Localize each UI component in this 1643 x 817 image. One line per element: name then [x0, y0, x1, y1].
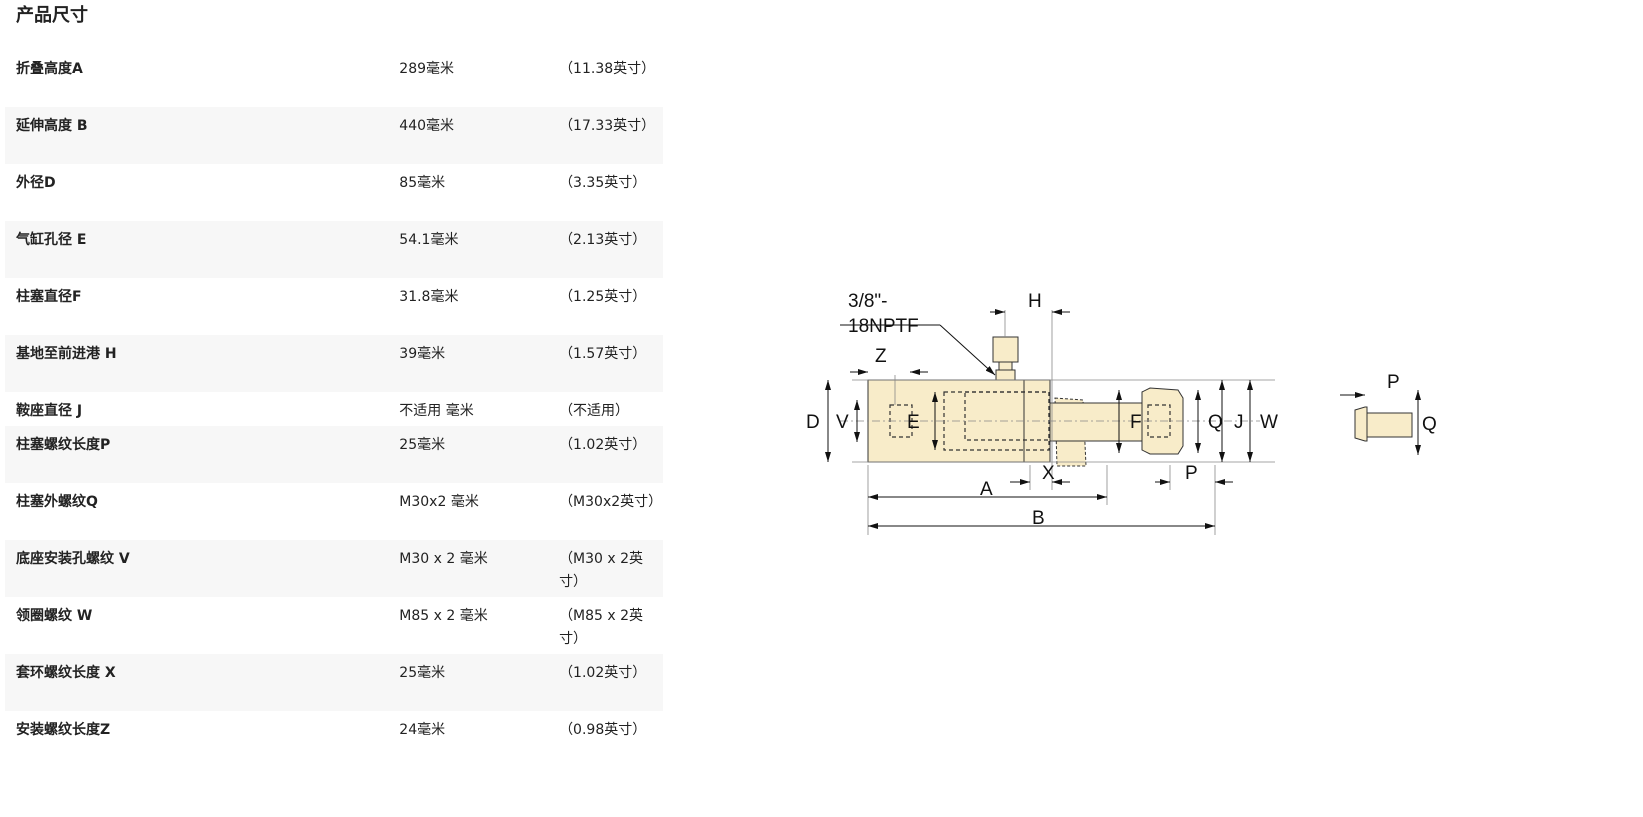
label-f: F — [1130, 412, 1142, 433]
table-row: 柱塞螺纹长度P 25毫米 （1.02英寸） — [5, 426, 663, 483]
row-label: 套环螺纹长度 X — [16, 665, 116, 681]
row-imperial-value: （M30x2英寸） — [559, 494, 663, 510]
row-label: 鞍座直径 J — [16, 403, 83, 419]
row-label: 外径D — [16, 175, 56, 191]
row-label: 柱塞螺纹长度P — [16, 437, 111, 453]
port-label-line2: 18NPTF — [848, 316, 919, 337]
table-row: 领圈螺纹 W M85 x 2 毫米 （M85 x 2英寸） — [5, 597, 663, 654]
row-metric-value: 31.8毫米 — [399, 289, 459, 305]
label-a: A — [980, 479, 993, 500]
row-label: 底座安装孔螺纹 V — [16, 551, 130, 567]
label-j: J — [1234, 412, 1244, 433]
row-imperial-value: （1.25英寸） — [559, 289, 647, 305]
table-row: 安装螺纹长度Z 24毫米 （0.98英寸） — [5, 711, 663, 768]
table-row: 套环螺纹长度 X 25毫米 （1.02英寸） — [5, 654, 663, 711]
row-imperial-value: （11.38英寸） — [559, 61, 656, 77]
label-w: W — [1260, 412, 1278, 433]
row-metric-value: 289毫米 — [399, 61, 455, 77]
row-metric-value: 不适用 毫米 — [399, 403, 474, 419]
row-imperial-value: （M30 x 2英寸） — [559, 551, 644, 590]
row-metric-value: 54.1毫米 — [399, 232, 459, 248]
label-q-detail: Q — [1422, 414, 1437, 435]
row-metric-value: M30 x 2 毫米 — [399, 551, 488, 567]
row-imperial-value: （1.57英寸） — [559, 346, 647, 362]
label-v: V — [836, 412, 849, 433]
row-label: 安装螺纹长度Z — [16, 722, 111, 738]
row-imperial-value: （3.35英寸） — [559, 175, 647, 191]
table-row: 外径D 85毫米 （3.35英寸） — [5, 164, 663, 221]
row-label: 气缸孔径 E — [16, 232, 87, 248]
row-imperial-value: （不适用） — [559, 403, 630, 419]
row-label: 柱塞直径F — [16, 289, 82, 305]
label-x: X — [1042, 463, 1055, 484]
port-label-line1: 3/8"- — [848, 291, 887, 312]
row-imperial-value: （17.33英寸） — [559, 118, 656, 134]
table-row: 延伸高度 B 440毫米 （17.33英寸） — [5, 107, 663, 164]
table-row: 底座安装孔螺纹 V M30 x 2 毫米 （M30 x 2英寸） — [5, 540, 663, 597]
table-row: 气缸孔径 E 54.1毫米 （2.13英寸） — [5, 221, 663, 278]
row-metric-value: 39毫米 — [399, 346, 446, 362]
label-d: D — [806, 412, 820, 433]
row-metric-value: 24毫米 — [399, 722, 446, 738]
label-q: Q — [1208, 412, 1223, 433]
row-imperial-value: （1.02英寸） — [559, 437, 647, 453]
row-imperial-value: （M85 x 2英寸） — [559, 608, 644, 647]
row-label: 折叠高度A — [16, 61, 83, 77]
row-metric-value: 85毫米 — [399, 175, 446, 191]
label-p: P — [1185, 463, 1198, 484]
row-label: 基地至前进港 H — [16, 346, 117, 362]
row-metric-value: M30x2 毫米 — [399, 494, 479, 510]
row-label: 领圈螺纹 W — [16, 608, 93, 624]
row-label: 柱塞外螺纹Q — [16, 494, 98, 510]
label-b: B — [1032, 508, 1045, 529]
row-metric-value: 25毫米 — [399, 437, 446, 453]
label-p-detail: P — [1387, 372, 1400, 393]
label-e: E — [907, 412, 920, 433]
cylinder-body — [867, 336, 1413, 467]
row-metric-value: 25毫米 — [399, 665, 446, 681]
table-row: 柱塞直径F 31.8毫米 （1.25英寸） — [5, 278, 663, 335]
cylinder-dimension-diagram: 3/8"- 18NPTF H Z D V E F Q J W X A P B P… — [806, 291, 1437, 535]
label-z: Z — [875, 346, 887, 367]
row-metric-value: 440毫米 — [399, 118, 455, 134]
table-row: 基地至前进港 H 39毫米 （1.57英寸） — [5, 335, 663, 392]
row-label: 延伸高度 B — [16, 118, 88, 134]
table-row: 鞍座直径 J 不适用 毫米 （不适用） — [5, 392, 663, 426]
row-imperial-value: （0.98英寸） — [559, 722, 647, 738]
row-imperial-value: （2.13英寸） — [559, 232, 647, 248]
table-row: 柱塞外螺纹Q M30x2 毫米 （M30x2英寸） — [5, 483, 663, 540]
dimensions-table: 折叠高度A 289毫米 （11.38英寸） 延伸高度 B 440毫米 （17.33英寸） 外… — [5, 50, 663, 768]
table-row: 折叠高度A 289毫米 （11.38英寸） — [5, 50, 663, 107]
row-metric-value: M85 x 2 毫米 — [399, 608, 488, 624]
label-h: H — [1028, 291, 1042, 312]
section-title: 产品尺寸 — [16, 5, 88, 26]
row-imperial-value: （1.02英寸） — [559, 665, 647, 681]
